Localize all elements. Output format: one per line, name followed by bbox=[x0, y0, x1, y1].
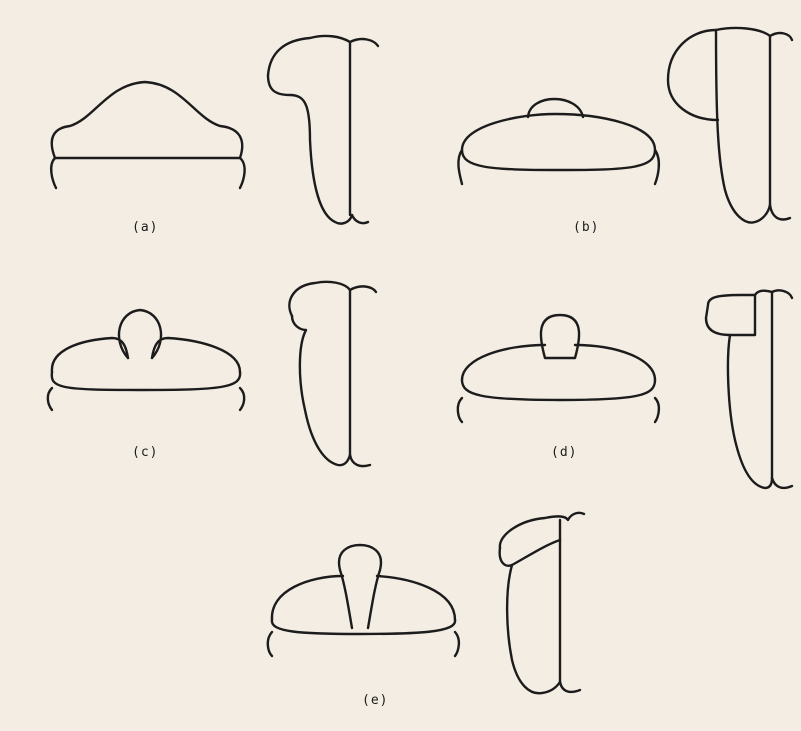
panel-c-label: (c) bbox=[132, 445, 158, 460]
panel-a-front-view bbox=[51, 82, 244, 188]
panel-a-side-view bbox=[268, 36, 378, 224]
panel-b-front-view bbox=[458, 99, 658, 184]
panel-b-label: (b) bbox=[573, 220, 599, 235]
panel-e-front-view bbox=[268, 545, 459, 656]
panel-e-side-view bbox=[500, 513, 584, 693]
panel-d-front-view bbox=[458, 315, 659, 422]
panel-d-label: (d) bbox=[551, 445, 577, 460]
panel-d-side-view bbox=[706, 290, 792, 488]
panel-a-label: (a) bbox=[132, 220, 158, 235]
panel-c-front-view bbox=[48, 310, 244, 410]
panel-c-side-view bbox=[289, 282, 376, 466]
panel-b-side-view bbox=[668, 28, 792, 223]
panel-e-label: (e) bbox=[362, 693, 388, 708]
